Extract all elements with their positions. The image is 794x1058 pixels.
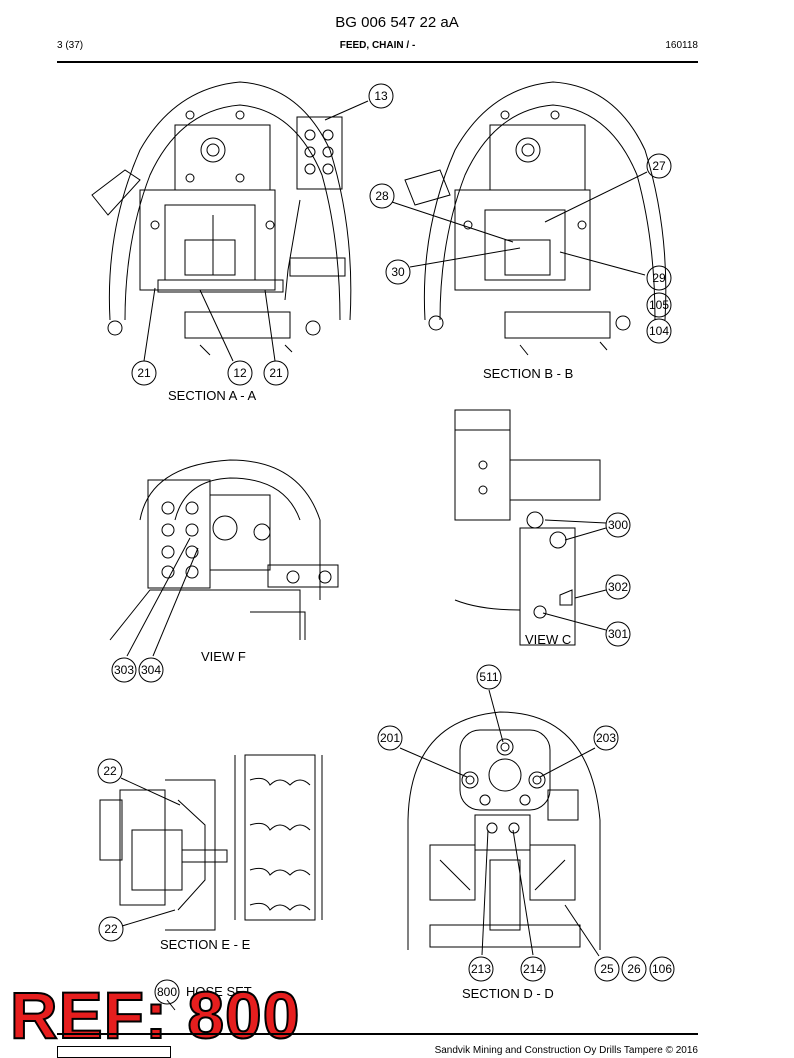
ref-stamp: REF: 800 <box>9 978 301 1052</box>
callout-213: 213 <box>471 962 491 976</box>
caption-hose-set: HOSE SET <box>186 984 252 999</box>
header-divider <box>57 61 698 63</box>
callout-303: 303 <box>114 663 134 677</box>
callout-22-top: 22 <box>103 764 117 778</box>
company-logo <box>57 1046 171 1058</box>
page-indicator: 3 (37) <box>57 40 84 51</box>
callout-28: 28 <box>375 189 389 203</box>
callout-300: 300 <box>608 518 628 532</box>
callout-203: 203 <box>596 731 616 745</box>
view-f-drawing <box>109 459 339 641</box>
callout-27: 27 <box>652 159 666 173</box>
callout-301: 301 <box>608 627 628 641</box>
revision-code: 160118 <box>665 40 698 51</box>
caption-section-aa: SECTION A - A <box>168 388 257 403</box>
callout-26: 26 <box>627 962 641 976</box>
document-number: BG 006 547 22 aA <box>335 14 459 31</box>
footer-copyright: Sandvik Mining and Construction Oy Drill… <box>434 1045 698 1056</box>
caption-section-ee: SECTION E - E <box>160 937 251 952</box>
caption-view-c: VIEW C <box>525 632 572 647</box>
callout-25: 25 <box>600 962 614 976</box>
callout-29: 29 <box>652 271 666 285</box>
section-ee-drawing <box>99 754 323 931</box>
section-aa-drawing <box>91 81 352 356</box>
callout-21-right: 21 <box>269 366 283 380</box>
callout-302: 302 <box>608 580 628 594</box>
callout-304: 304 <box>141 663 161 677</box>
page-title: FEED, CHAIN / - <box>339 40 416 51</box>
callout-22-bottom: 22 <box>104 922 118 936</box>
callout-800: 800 <box>157 985 177 999</box>
callout-21-left: 21 <box>137 366 151 380</box>
callout-12: 12 <box>233 366 247 380</box>
leader-lines <box>120 100 648 1011</box>
callout-214: 214 <box>523 962 543 976</box>
footer-divider <box>57 1033 698 1035</box>
section-bb-drawing <box>404 81 667 356</box>
callout-511: 511 <box>479 670 498 684</box>
callout-circles <box>97 83 675 1005</box>
callout-201: 201 <box>380 731 400 745</box>
section-dd-drawing <box>407 711 601 950</box>
callout-30: 30 <box>391 265 405 279</box>
caption-section-dd: SECTION D - D <box>462 986 554 1001</box>
caption-view-f: VIEW F <box>201 649 246 664</box>
caption-section-bb: SECTION B - B <box>483 366 574 381</box>
callout-105: 105 <box>649 298 669 312</box>
callout-13: 13 <box>374 89 388 103</box>
callout-106: 106 <box>652 962 672 976</box>
view-c-drawing <box>454 409 601 646</box>
callout-104: 104 <box>649 324 669 338</box>
